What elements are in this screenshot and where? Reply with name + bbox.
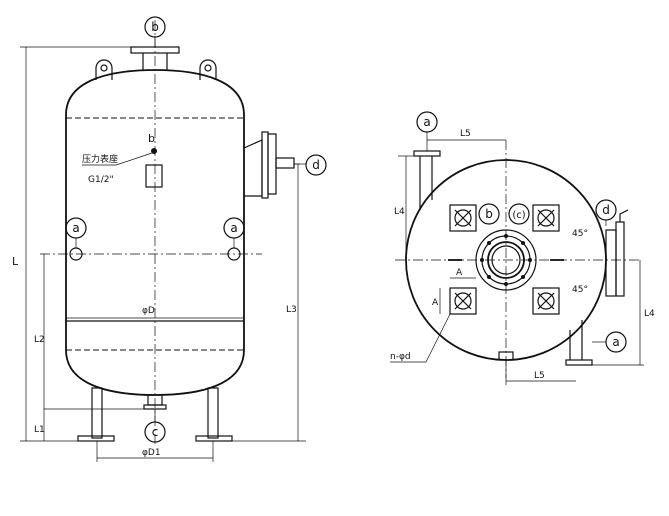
gauge-seat-text: 压力表座 bbox=[82, 153, 118, 165]
side-nozzle-cover bbox=[267, 133, 277, 195]
side-nozzle-flange bbox=[261, 131, 269, 199]
dim-L4-left-label: L4 bbox=[394, 207, 405, 217]
holes-label: n-φd bbox=[390, 352, 411, 362]
square-nozzle-lr bbox=[532, 287, 560, 315]
top-bubble-a-top bbox=[416, 111, 438, 133]
top-bubble-d bbox=[595, 199, 617, 221]
top-view: A A 45° 45° L5 L5 L4 bbox=[390, 111, 655, 385]
central-flange-bolts bbox=[480, 234, 532, 286]
bubble-b-top bbox=[144, 16, 166, 38]
front-view: b 压力表座 G1/2" φD φD1 L bbox=[12, 16, 327, 462]
bubble-d bbox=[305, 154, 327, 176]
low-nozzle-a-flange bbox=[565, 359, 593, 366]
bubble-c-label: c bbox=[152, 425, 159, 439]
dim-L5-bottom-label: L5 bbox=[534, 371, 545, 381]
leg-base-left bbox=[77, 435, 115, 442]
holes-leader bbox=[425, 313, 451, 363]
square-nozzle-ur bbox=[532, 204, 560, 232]
central-flange-bore bbox=[487, 241, 525, 279]
top-bubble-b-label: b bbox=[485, 207, 493, 221]
lug-hole-left bbox=[100, 64, 108, 72]
dim-A-h-label: A bbox=[456, 268, 463, 278]
lifting-lug-right bbox=[199, 59, 217, 80]
top-bubble-a-right bbox=[605, 331, 627, 353]
angle-label-1: 45° bbox=[572, 229, 588, 239]
dim-D1-label: φD1 bbox=[142, 448, 161, 458]
top-bubble-a-top-label: a bbox=[423, 115, 430, 129]
side-nozzle-stub bbox=[275, 157, 295, 169]
bubble-c bbox=[144, 421, 166, 443]
gauge-leader bbox=[115, 152, 153, 166]
gauge-seat-pad bbox=[145, 164, 163, 188]
right-nozzle-flange bbox=[615, 221, 625, 297]
bubble-b-top-label: b bbox=[151, 20, 159, 34]
top-bubble-c-label: (c) bbox=[512, 210, 525, 221]
bubble-a-left-label: a bbox=[72, 221, 79, 235]
dim-L5-top-label: L5 bbox=[460, 129, 471, 139]
vessel-shell bbox=[65, 69, 245, 396]
top-bubble-c bbox=[508, 203, 530, 225]
square-nozzle-ll bbox=[449, 287, 477, 315]
dim-A-v-label: A bbox=[432, 298, 439, 308]
bubble-a-left bbox=[65, 217, 87, 239]
square-nozzle-ul bbox=[449, 204, 477, 232]
dim-L2-label: L2 bbox=[34, 335, 45, 345]
dim-D-label: φD bbox=[142, 306, 155, 316]
side-nozzle-body bbox=[243, 139, 263, 197]
bubble-a-right-label: a bbox=[230, 221, 237, 235]
lug-hole-right bbox=[204, 64, 212, 72]
dim-L-label: L bbox=[12, 255, 19, 268]
right-nozzle-stub bbox=[619, 209, 629, 222]
leg-right bbox=[207, 387, 219, 439]
bubble-d-label: d bbox=[312, 158, 320, 172]
lifting-lug-left bbox=[95, 59, 113, 80]
dim-L4-right-label: L4 bbox=[644, 309, 655, 319]
leg-left bbox=[91, 387, 103, 439]
central-flange-inner bbox=[491, 245, 521, 275]
angle-label-2: 45° bbox=[572, 285, 588, 295]
dim-L1-label: L1 bbox=[34, 425, 45, 435]
central-flange-outer bbox=[475, 229, 537, 291]
top-bubble-b bbox=[478, 203, 500, 225]
dim-L3-label: L3 bbox=[286, 305, 297, 315]
leg-base-right bbox=[195, 435, 233, 442]
top-nozzle-a-flange bbox=[413, 150, 441, 157]
gauge-thread-text: G1/2" bbox=[88, 175, 114, 185]
right-nozzle-body bbox=[605, 229, 617, 297]
gauge-seat-dot bbox=[151, 148, 157, 154]
top-bubble-a-right-label: a bbox=[612, 335, 619, 349]
bubble-a-right bbox=[223, 217, 245, 239]
gauge-label-b: b bbox=[148, 132, 155, 145]
top-bubble-d-label: d bbox=[602, 203, 610, 217]
